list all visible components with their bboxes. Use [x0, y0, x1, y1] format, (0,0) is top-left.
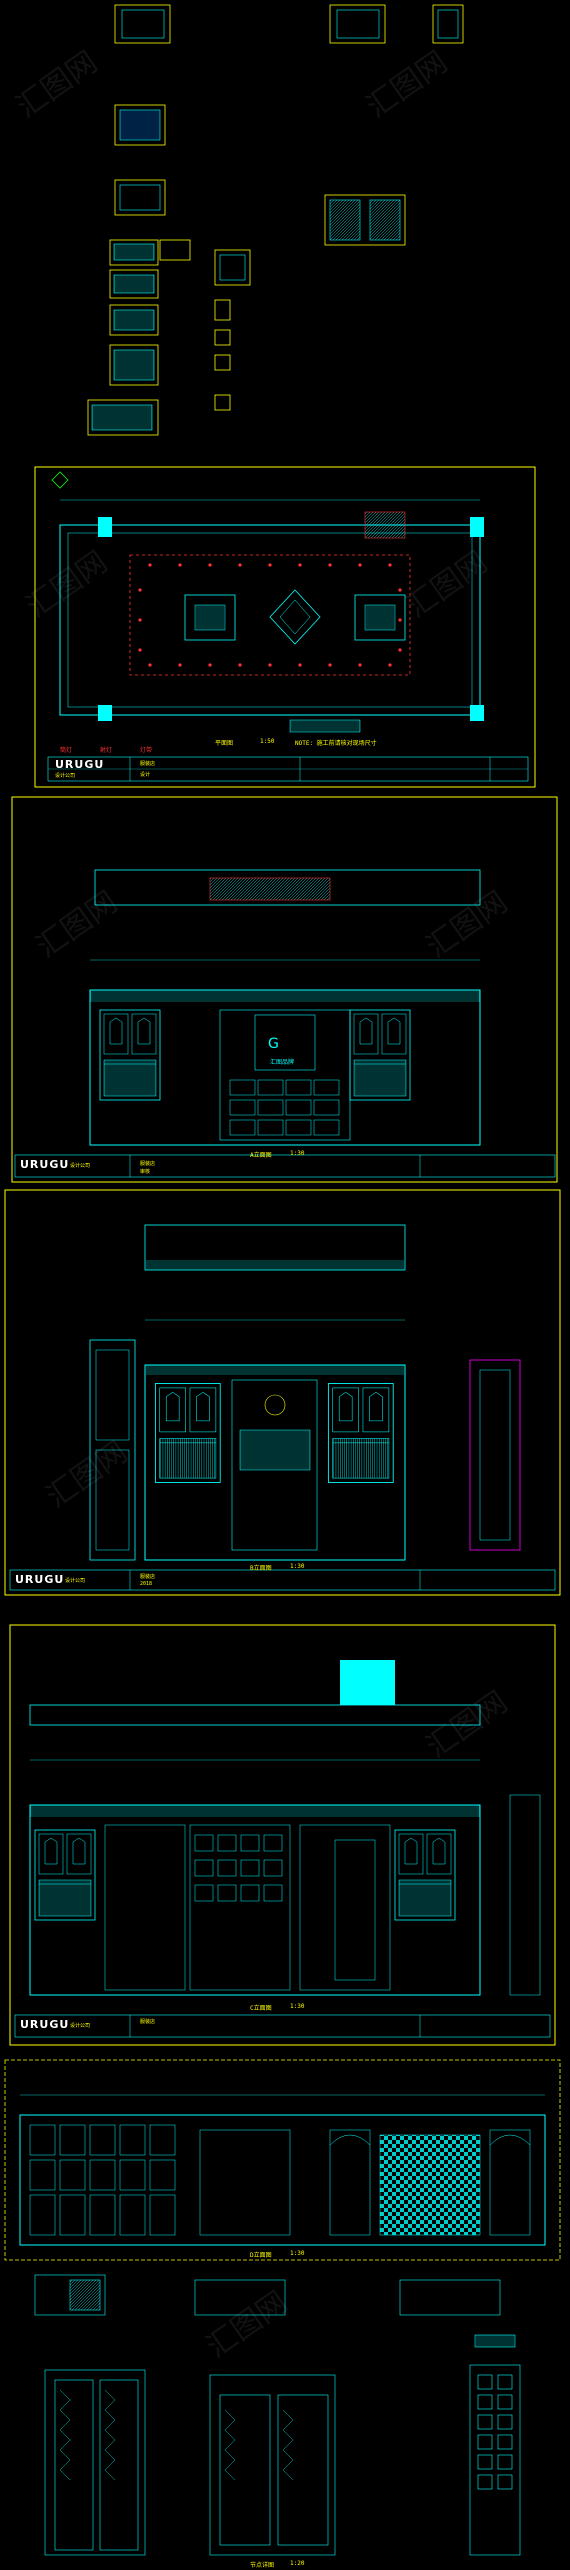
legend-item: 筒灯 [60, 747, 73, 754]
svg-text:G: G [268, 1036, 279, 1052]
brand-logo: URUGU [20, 2018, 70, 2031]
sheet-detail-scale: 1:20 [290, 2560, 305, 2567]
brand-logo-sub: 设计公司 [65, 1578, 86, 1584]
sheet-elev-a: G [11, 796, 558, 1183]
brand-logo-sub: 设计公司 [70, 2023, 91, 2029]
sheet-elev-c-scale: 1:30 [290, 2003, 305, 2010]
sheet-elev-a-scale: 1:30 [290, 1150, 305, 1157]
brand-logo: URUGU [20, 1158, 70, 1171]
sheet-plan-scale: 1:50 [260, 738, 275, 745]
sheet-elev-d [4, 2059, 561, 2261]
legend-item: 灯带 [140, 747, 153, 754]
sheet-elev-b [4, 1189, 561, 1596]
sheet-elev-d-title: D立面图 [250, 2252, 272, 2259]
sheet-plan-title: 平面图 [215, 740, 234, 747]
titleblock-check: 审核 [140, 1169, 151, 1175]
brand-sign: 汇图品牌 [270, 1059, 295, 1066]
titleblock-project: 服装店 [140, 2019, 156, 2025]
thumbnail-group-top [87, 4, 464, 436]
brand-logo-sub: 设计公司 [55, 773, 76, 779]
titleblock-date: 2018 [140, 1581, 153, 1587]
sheet-elev-b-title: B立面图 [250, 1565, 272, 1572]
sheet-elev-d-scale: 1:30 [290, 2250, 305, 2257]
sheet-elev-c [9, 1624, 556, 2046]
sheet-elev-a-title: A立面图 [250, 1152, 272, 1159]
titleblock-project: 服装店 [140, 1574, 156, 1580]
sheet-elev-b-scale: 1:30 [290, 1563, 305, 1570]
titleblock-project: 服装店 [140, 761, 156, 767]
titleblock-drawn: 设计 [140, 772, 151, 778]
sheet-detail-title: 节点详图 [250, 2562, 275, 2569]
brand-logo-sub: 设计公司 [70, 1163, 91, 1169]
sheet-plan-note: NOTE: 施工前请核对现场尺寸 [295, 740, 377, 747]
sheet-elev-c-title: C立面图 [250, 2005, 272, 2012]
legend-item: 射灯 [100, 747, 113, 754]
titleblock-project: 服装店 [140, 1161, 156, 1167]
thumbnail-contents [91, 9, 459, 431]
sheet-plan [34, 466, 536, 788]
brand-logo: URUGU [55, 758, 105, 771]
sheet-detail [34, 2274, 521, 2556]
brand-logo: URUGU [15, 1573, 65, 1586]
